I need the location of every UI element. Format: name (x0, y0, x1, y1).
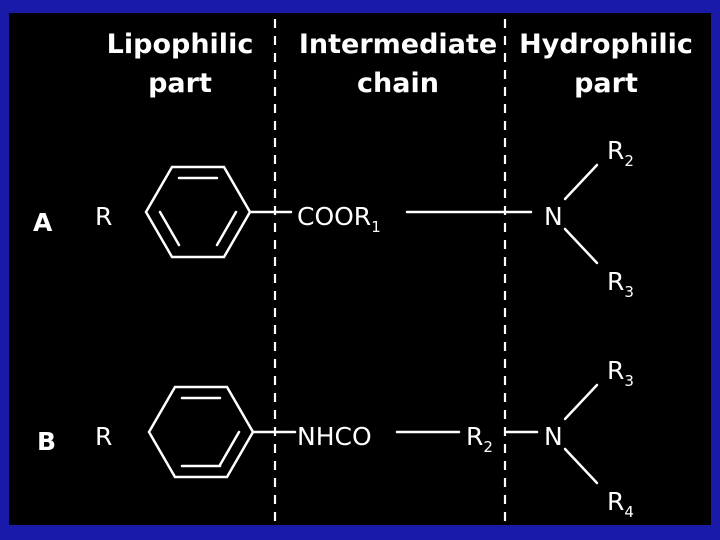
row-b-benzene-ring (147, 385, 255, 479)
row-b-linker: NHCO (297, 422, 372, 451)
row-a-lower-bond (563, 227, 599, 265)
row-b-lower-bond (563, 447, 599, 485)
svg-text:chain: chain (357, 68, 439, 99)
row-a-upper-substituent: R2 (607, 136, 634, 170)
row-b-nitrogen: N (544, 422, 563, 451)
header-lipophilic: Lipophilic part (107, 29, 254, 99)
row-b-lower-substituent: R4 (607, 487, 634, 521)
row-a-r-group: R (95, 202, 112, 231)
row-b-chain-group: R2 (466, 422, 493, 456)
svg-text:Intermediate: Intermediate (299, 29, 497, 60)
svg-text:Lipophilic: Lipophilic (107, 29, 254, 60)
row-b-label: B (37, 427, 56, 456)
svg-text:Hydrophilic: Hydrophilic (519, 29, 693, 60)
svg-text:part: part (574, 68, 638, 99)
row-b-upper-bond (563, 383, 599, 421)
row-a-benzene-ring (144, 165, 252, 259)
row-b-upper-substituent: R3 (607, 356, 634, 390)
header-intermediate: Intermediate chain (299, 29, 497, 99)
row-b-r-group: R (95, 422, 112, 451)
row-a-nitrogen: N (544, 202, 563, 231)
row-a-label: A (33, 208, 53, 237)
row-a-upper-bond (563, 163, 599, 201)
svg-text:part: part (148, 68, 212, 99)
row-b: B R NHCO R2 N R3 R4 (37, 356, 634, 521)
row-a-lower-substituent: R3 (607, 267, 634, 301)
header-hydrophilic: Hydrophilic part (519, 29, 693, 99)
local-anesthetic-structure-diagram: Lipophilic part Intermediate chain Hydro… (33, 19, 693, 523)
row-a: A R COOR1 N R2 R3 (33, 136, 634, 301)
slide-panel: Lipophilic part Intermediate chain Hydro… (9, 13, 711, 525)
row-a-linker: COOR1 (297, 202, 381, 236)
